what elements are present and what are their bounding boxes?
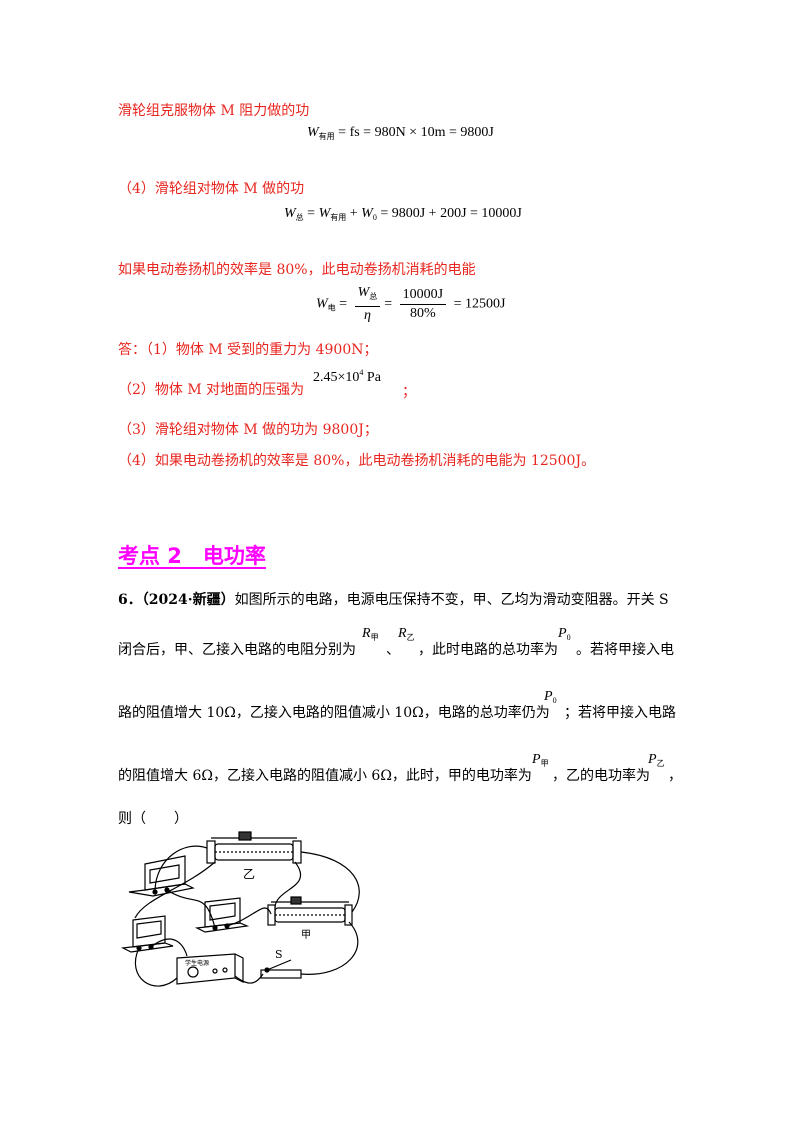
- var-p-yi: P乙: [648, 752, 665, 768]
- answer-1: 答：（1）物体 M 受到的重力为 4900N；: [118, 342, 378, 358]
- label-switch: S: [275, 948, 283, 961]
- label-power-source: 学生电源: [185, 959, 209, 967]
- text-line: 如果电动卷扬机的效率是 80%，此电动卷扬机消耗的电能: [118, 262, 476, 278]
- switch-s: [260, 959, 302, 979]
- question-line-2c: ，此时电路的总功率为: [418, 642, 558, 658]
- question-line-3b: ；若将甲接入电路: [564, 705, 676, 721]
- answer-4: （4）如果电动卷扬机的效率是 80%，此电动卷扬机消耗的电能为 12500J。: [118, 453, 596, 469]
- label-yi: 乙: [243, 867, 255, 881]
- text-line: 滑轮组克服物体 M 阻力做的功: [118, 103, 310, 119]
- answer-2-text: （2）物体 M 对地面的压强为: [118, 382, 305, 398]
- var-r-jia: R甲: [362, 626, 379, 642]
- rheostat-jia: [267, 896, 353, 926]
- power-supply: [176, 953, 244, 985]
- answer-2-value: 2.45×104 Pa: [313, 368, 381, 385]
- question-line-2d: 。若将甲接入电: [576, 642, 674, 658]
- circuit-figure: 乙 甲 S 学生电源: [120, 831, 360, 987]
- question-line-4b: ，乙的电功率为: [552, 768, 650, 784]
- equation-work-total: W总 = W有用 + W0 = 9800J + 200J = 10000J: [284, 206, 522, 222]
- section-title: 考点 2 电功率: [118, 544, 266, 568]
- equation-work-useful: W有用 = fs = 980N × 10m = 9800J: [307, 125, 494, 141]
- question-line-4a: 的阻值增大 6Ω，乙接入电路的阻值减小 6Ω，此时，甲的电功率为: [118, 768, 532, 784]
- question-sep: 、: [386, 642, 400, 658]
- text-line: （4）滑轮组对物体 M 做的功: [118, 181, 305, 197]
- question-line-4c: ，: [668, 768, 682, 784]
- meter-left: [120, 915, 174, 953]
- var-p-jia: P甲: [532, 752, 549, 768]
- question-line-1: 6．（2024·新疆）如图所示的电路，电源电压保持不变，甲、乙均为滑动变阻器。开…: [118, 592, 669, 608]
- label-jia: 甲: [301, 930, 311, 941]
- question-line-3a: 路的阻值增大 10Ω，乙接入电路的阻值减小 10Ω，电路的总功率仍为: [118, 705, 550, 721]
- var-p0: P0: [558, 626, 571, 642]
- question-line-2a: 闭合后，甲、乙接入电路的电阻分别为: [118, 642, 356, 658]
- var-p0-again: P0: [544, 689, 557, 705]
- meter-top-left: [128, 855, 195, 897]
- var-r-yi: R乙: [398, 626, 415, 642]
- answer-3: （3）滑轮组对物体 M 做的功为 9800J；: [118, 422, 378, 438]
- answer-2-end: ；: [402, 384, 416, 400]
- question-line-5: 则（ ）: [118, 811, 188, 827]
- rheostat-yi: [206, 831, 302, 864]
- meter-middle: [194, 897, 250, 933]
